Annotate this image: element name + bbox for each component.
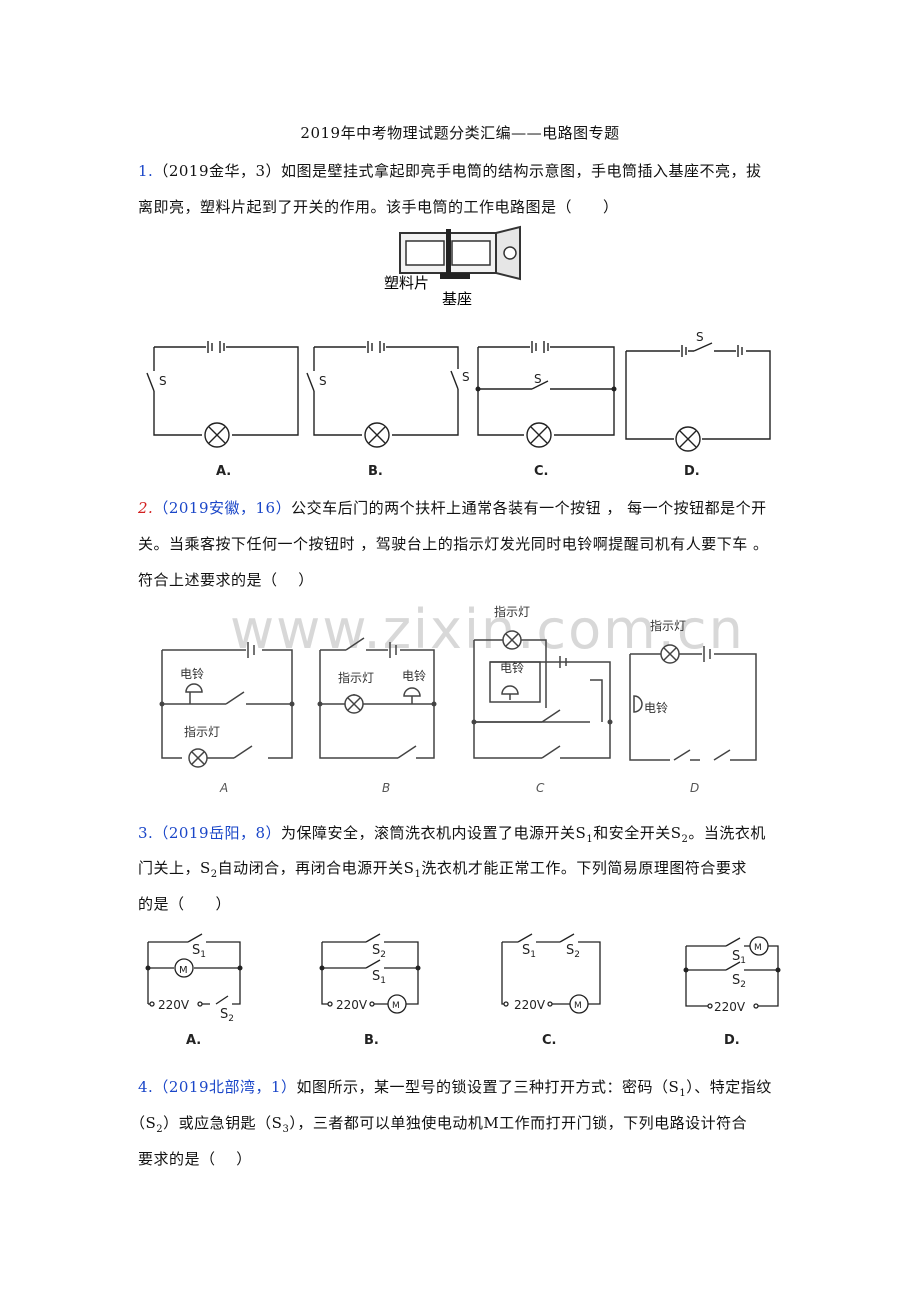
base-label: 基座 bbox=[442, 290, 472, 308]
q3-option-d: D. bbox=[724, 1033, 740, 1048]
q3-sub1b: 1 bbox=[414, 869, 422, 880]
q3-text-line1: 3.（2019岳阳，8）为保障安全，滚筒洗衣机内设置了电源开关S1和安全开关S2… bbox=[138, 822, 766, 845]
q1-source: （2019金华，3） bbox=[153, 162, 282, 180]
q4-text-line1: 4.（2019北部湾，1）如图所示，某一型号的锁设置了三种打开方式：密码（S1）… bbox=[138, 1076, 772, 1099]
q1-text-line1: 1.（2019金华，3）如图是壁挂式拿起即亮手电筒的结构示意图，手电筒插入基座不… bbox=[138, 160, 762, 181]
q4-line1b: ）、特定指纹 bbox=[686, 1078, 772, 1096]
watermark: www.zixin.com.cn bbox=[230, 598, 745, 661]
q3b-s1-label: S1 bbox=[372, 969, 386, 986]
q3-sub1: 1 bbox=[586, 834, 594, 845]
q3-line1b: 和安全开关S bbox=[593, 824, 682, 842]
q3c-voltage: 220V bbox=[514, 998, 546, 1012]
q1c-switch-label: S bbox=[534, 372, 542, 386]
q3-option-b: B. bbox=[364, 1033, 379, 1048]
q1b-switch-label-2: S bbox=[462, 370, 470, 384]
q4-line1a: 如图所示，某一型号的锁设置了三种打开方式：密码（S bbox=[296, 1078, 680, 1096]
q1-option-b: B. bbox=[368, 464, 383, 479]
q2-circuits: 电铃 指示灯 指示灯 电铃 指示灯 电铃 指示灯 电铃 A B C D bbox=[159, 604, 757, 795]
q4-line2a: （S bbox=[130, 1114, 157, 1132]
q3d-voltage: 220V bbox=[714, 1000, 746, 1014]
q2-line1: 公交车后门的两个扶杆上通常各装有一个按钮 ， 每一个按钮都是个开 bbox=[291, 499, 767, 517]
q1-line1: 如图是壁挂式拿起即亮手电筒的结构示意图，手电筒插入基座不亮，拔 bbox=[281, 162, 762, 180]
q2-option-a: A bbox=[219, 781, 228, 795]
q3-line2b: 自动闭合，再闭合电源开关S bbox=[217, 859, 415, 877]
plastic-piece-label: 塑料片 bbox=[384, 274, 429, 292]
q4-sub1: 1 bbox=[679, 1088, 687, 1099]
q1a-switch-label: S bbox=[159, 374, 167, 388]
q1-option-d: D. bbox=[684, 464, 700, 479]
q3b-motor: M bbox=[392, 1001, 400, 1011]
q3a-s1-label: S1 bbox=[192, 943, 206, 960]
q3-option-c: C. bbox=[542, 1033, 556, 1048]
q3a-s2-label: S2 bbox=[220, 1007, 234, 1024]
q3-sub2: 2 bbox=[681, 834, 689, 845]
q2b-bell-label: 电铃 bbox=[402, 668, 426, 683]
q1-option-a: A. bbox=[216, 464, 231, 479]
q3b-voltage: 220V bbox=[336, 998, 368, 1012]
q3-line2a: 门关上，S bbox=[138, 859, 211, 877]
q3-source: （2019岳阳，8） bbox=[153, 824, 282, 842]
q3-sub2b: 2 bbox=[210, 869, 218, 880]
q1-line2: 离即亮，塑料片起到了开关的作用。该手电筒的工作电路图是（ ） bbox=[138, 198, 619, 216]
q1d-switch-label: S bbox=[696, 330, 704, 344]
q2-line2: 关。当乘客按下任何一个按钮时 ，驾驶台上的指示灯发光同时电铃啊提醒司机有人要下车… bbox=[138, 535, 769, 553]
q3a-motor: M bbox=[179, 965, 188, 976]
q3-line1a: 为保障安全，滚筒洗衣机内设置了电源开关S bbox=[281, 824, 587, 842]
q2a-lamp-label: 指示灯 bbox=[184, 724, 220, 739]
q3-line2c: 洗衣机才能正常工作。下列简易原理图符合要求 bbox=[421, 859, 747, 877]
q2-text-line1: 2.（2019安徽，16）公交车后门的两个扶杆上通常各装有一个按钮 ， 每一个按… bbox=[138, 497, 767, 518]
q3d-s1-label: S1 bbox=[732, 949, 746, 966]
q2b-lamp-label: 指示灯 bbox=[338, 670, 374, 685]
q4-line2c: ），三者都可以单独使电动机M工作而打开门锁，下列电路设计符合 bbox=[289, 1114, 748, 1132]
q2-source: （2019安徽，16） bbox=[153, 499, 292, 517]
q2d-bell-label: 电铃 bbox=[644, 700, 668, 715]
q3-circuits: M S1 220V S2 S2 S1 220V M S1 S2 220V M S… bbox=[145, 933, 781, 1048]
q3c-s1-label: S1 bbox=[522, 943, 536, 960]
page-title: 2019年中考物理试题分类汇编——电路图专题 bbox=[300, 124, 620, 142]
q4-sub2: 2 bbox=[156, 1124, 164, 1135]
q4-number: 4. bbox=[138, 1078, 154, 1096]
q4-line3: 要求的是（ ） bbox=[138, 1150, 252, 1168]
q1b-switch-label-1: S bbox=[319, 374, 327, 388]
q3b-s2-label: S2 bbox=[372, 943, 386, 960]
q2-number: 2. bbox=[138, 499, 154, 517]
q3c-motor: M bbox=[574, 1001, 582, 1011]
q1-option-c: C. bbox=[534, 464, 548, 479]
q2a-bell-label: 电铃 bbox=[180, 666, 204, 681]
q4-line2b: ）或应急钥匙（S bbox=[163, 1114, 283, 1132]
q2-option-d: D bbox=[690, 781, 699, 795]
q3c-s2-label: S2 bbox=[566, 943, 580, 960]
q2d-lamp-label: 指示灯 bbox=[650, 618, 686, 633]
q2-option-c: C bbox=[536, 781, 545, 795]
q3-number: 3. bbox=[138, 824, 154, 842]
q2-line3: 符合上述要求的是（ ） bbox=[138, 571, 314, 589]
q3d-s2-label: S2 bbox=[732, 973, 746, 990]
q3-line1c: 。当洗衣机 bbox=[688, 824, 766, 842]
q3d-motor: M bbox=[754, 943, 762, 953]
q1-number: 1. bbox=[138, 162, 154, 180]
q3-line3: 的是（ ） bbox=[138, 895, 232, 913]
q3-text-line2: 门关上，S2自动闭合，再闭合电源开关S1洗衣机才能正常工作。下列简易原理图符合要… bbox=[138, 857, 747, 880]
q2-option-b: B bbox=[382, 781, 390, 795]
q2c-bell-label: 电铃 bbox=[500, 660, 524, 675]
q4-source: （2019北部湾，1） bbox=[153, 1078, 297, 1096]
q2c-lamp-label: 指示灯 bbox=[494, 604, 530, 619]
q3-option-a: A. bbox=[186, 1033, 201, 1048]
q1-circuits: S S S S S A. B. C. D. bbox=[146, 330, 771, 479]
q3a-voltage: 220V bbox=[158, 998, 190, 1012]
flashlight-figure: 塑料片 基座 bbox=[384, 225, 521, 308]
q4-sub3: 3 bbox=[282, 1124, 290, 1135]
q4-text-line2: （S2）或应急钥匙（S3），三者都可以单独使电动机M工作而打开门锁，下列电路设计… bbox=[130, 1112, 747, 1135]
